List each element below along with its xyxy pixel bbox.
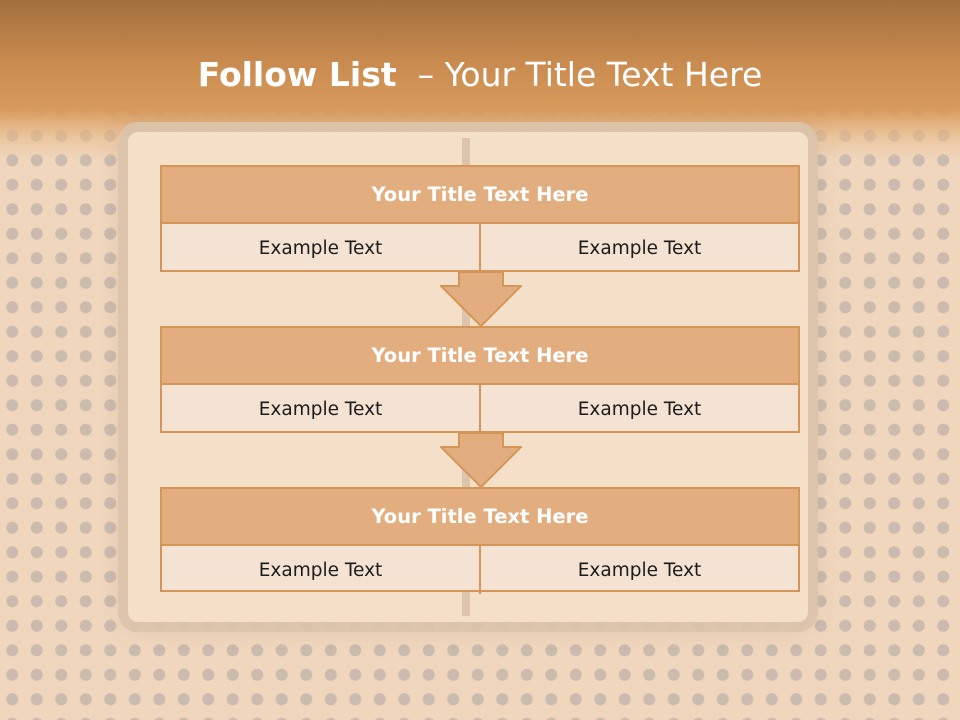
step-title: Your Title Text Here bbox=[162, 167, 798, 224]
step-cell-left: Example Text bbox=[258, 398, 383, 420]
step-card-2: Your Title Text Here Example Text Exampl… bbox=[160, 326, 800, 433]
down-arrow-icon bbox=[440, 271, 522, 327]
step-cell-left: Example Text bbox=[258, 237, 383, 259]
step-row: Example Text Example Text bbox=[162, 385, 798, 433]
step-cell-right: Example Text bbox=[479, 224, 798, 272]
step-cell-left: Example Text bbox=[258, 559, 383, 581]
slide-title: Follow List – Your Title Text Here bbox=[0, 52, 960, 98]
step-row: Example Text Example Text bbox=[162, 546, 798, 594]
down-arrow-icon bbox=[440, 432, 522, 488]
slide-title-rest: – Your Title Text Here bbox=[396, 55, 763, 94]
step-row: Example Text Example Text bbox=[162, 224, 798, 272]
step-cell-right: Example Text bbox=[479, 385, 798, 433]
step-title: Your Title Text Here bbox=[162, 328, 798, 385]
step-card-3: Your Title Text Here Example Text Exampl… bbox=[160, 487, 800, 594]
step-card-1: Your Title Text Here Example Text Exampl… bbox=[160, 165, 800, 272]
slide-title-bold: Follow List bbox=[197, 55, 397, 94]
step-cell-right: Example Text bbox=[479, 546, 798, 594]
step-title: Your Title Text Here bbox=[162, 489, 798, 546]
